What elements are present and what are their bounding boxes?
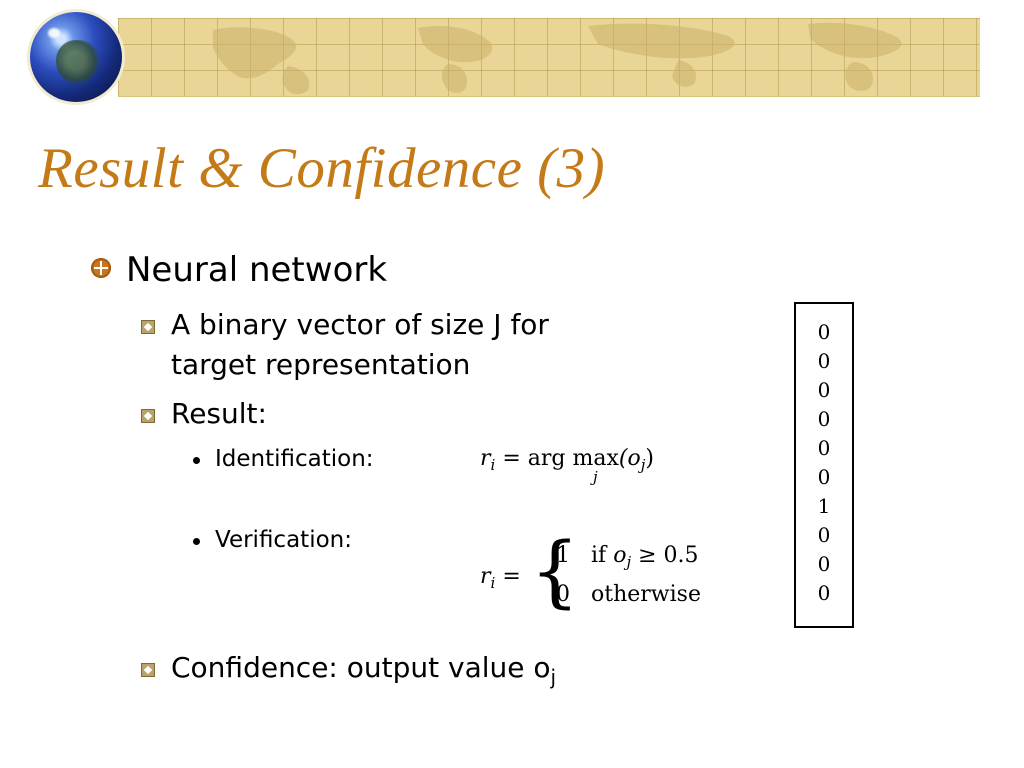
case1-var-sub: j [626, 553, 632, 571]
confidence-text: Confidence: output value o [171, 651, 551, 684]
world-map-banner [118, 18, 980, 97]
verification-formula-lhs: ri = [480, 564, 521, 592]
globe-icon [30, 12, 122, 102]
case2-value: 0 [556, 582, 570, 607]
argmax-subscript-j: j [593, 468, 598, 486]
vector-entry: 0 [817, 581, 831, 605]
case1-var: o [613, 543, 627, 568]
label-verification: Verification: [215, 527, 352, 553]
case1-value: 1 [556, 543, 570, 568]
formula-equals: = [502, 446, 521, 471]
bullet-neural-network: Neural network [126, 250, 388, 290]
vector-entry: 0 [817, 349, 831, 373]
vector-entry: 0 [817, 436, 831, 460]
square-bullet-icon [141, 409, 155, 423]
vector-entry: 1 [817, 494, 831, 518]
formula-arg-open: (o [618, 446, 641, 471]
formula-argmax: arg max [527, 446, 619, 471]
vector-entry: 0 [817, 552, 831, 576]
bullet-binary-vector-line1: A binary vector of size J for [171, 308, 549, 341]
formula-r-sub: i [490, 574, 496, 592]
bullet-binary-vector-line2: target representation [171, 348, 471, 381]
verification-case-2: 0 otherwise [556, 582, 701, 607]
formula-equals: = [502, 564, 521, 589]
vector-entry: 0 [817, 407, 831, 431]
identification-formula: ri = arg max(oj) [480, 446, 654, 474]
square-bullet-icon [141, 320, 155, 334]
verification-case-1: 1 if oj ≥ 0.5 [556, 543, 699, 571]
vector-entry: 0 [817, 523, 831, 547]
case2-otherwise: otherwise [591, 582, 701, 607]
formula-r: r [480, 446, 491, 471]
confidence-subscript: j [550, 665, 557, 689]
slide-title: Result & Confidence (3) [38, 137, 606, 200]
formula-case-brace: { [530, 527, 580, 617]
label-identification: Identification: [215, 446, 374, 472]
formula-arg-close: ) [645, 446, 654, 471]
formula-r: r [480, 564, 491, 589]
binary-vector-box: 0 0 0 0 0 0 1 0 0 0 [794, 302, 854, 628]
dot-bullet-icon [193, 538, 200, 545]
bullet-confidence: Confidence: output value oj [171, 648, 556, 697]
vector-entry: 0 [817, 320, 831, 344]
orange-circle-bullet-icon [91, 258, 111, 278]
formula-arg-sub: j [640, 456, 646, 474]
vector-entry: 0 [817, 465, 831, 489]
world-map-continents [213, 22, 902, 95]
square-bullet-icon [141, 663, 155, 677]
vector-entry: 0 [817, 378, 831, 402]
bullet-result: Result: [171, 397, 267, 430]
formula-r-sub: i [490, 456, 496, 474]
case1-threshold: ≥ 0.5 [638, 543, 699, 568]
case1-if: if [591, 543, 607, 568]
dot-bullet-icon [193, 457, 200, 464]
